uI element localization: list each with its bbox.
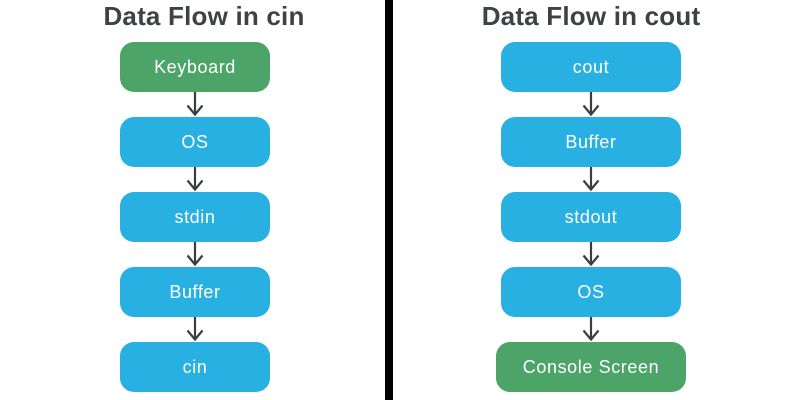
down-arrow-icon — [582, 92, 600, 117]
flow-node-buffer: Buffer — [501, 117, 681, 167]
cin-diagram-title: Data Flow in cin — [103, 1, 305, 31]
down-arrow-icon — [582, 167, 600, 192]
down-arrow-icon — [186, 317, 204, 342]
flow-node-cin: cin — [120, 342, 270, 392]
down-arrow-icon — [582, 317, 600, 342]
down-arrow-icon — [186, 92, 204, 117]
down-arrow-icon — [186, 167, 204, 192]
flow-node-keyboard: Keyboard — [120, 42, 270, 92]
flow-node-stdin: stdin — [120, 192, 270, 242]
cout-diagram-title: Data Flow in cout — [481, 1, 701, 31]
flow-node-os: OS — [501, 267, 681, 317]
flow-node-os: OS — [120, 117, 270, 167]
panel-divider — [385, 0, 393, 400]
flow-node-console-screen: Console Screen — [496, 342, 686, 392]
down-arrow-icon — [186, 242, 204, 267]
flow-node-cout: cout — [501, 42, 681, 92]
flow-node-stdout: stdout — [501, 192, 681, 242]
flow-node-buffer: Buffer — [120, 267, 270, 317]
down-arrow-icon — [582, 242, 600, 267]
